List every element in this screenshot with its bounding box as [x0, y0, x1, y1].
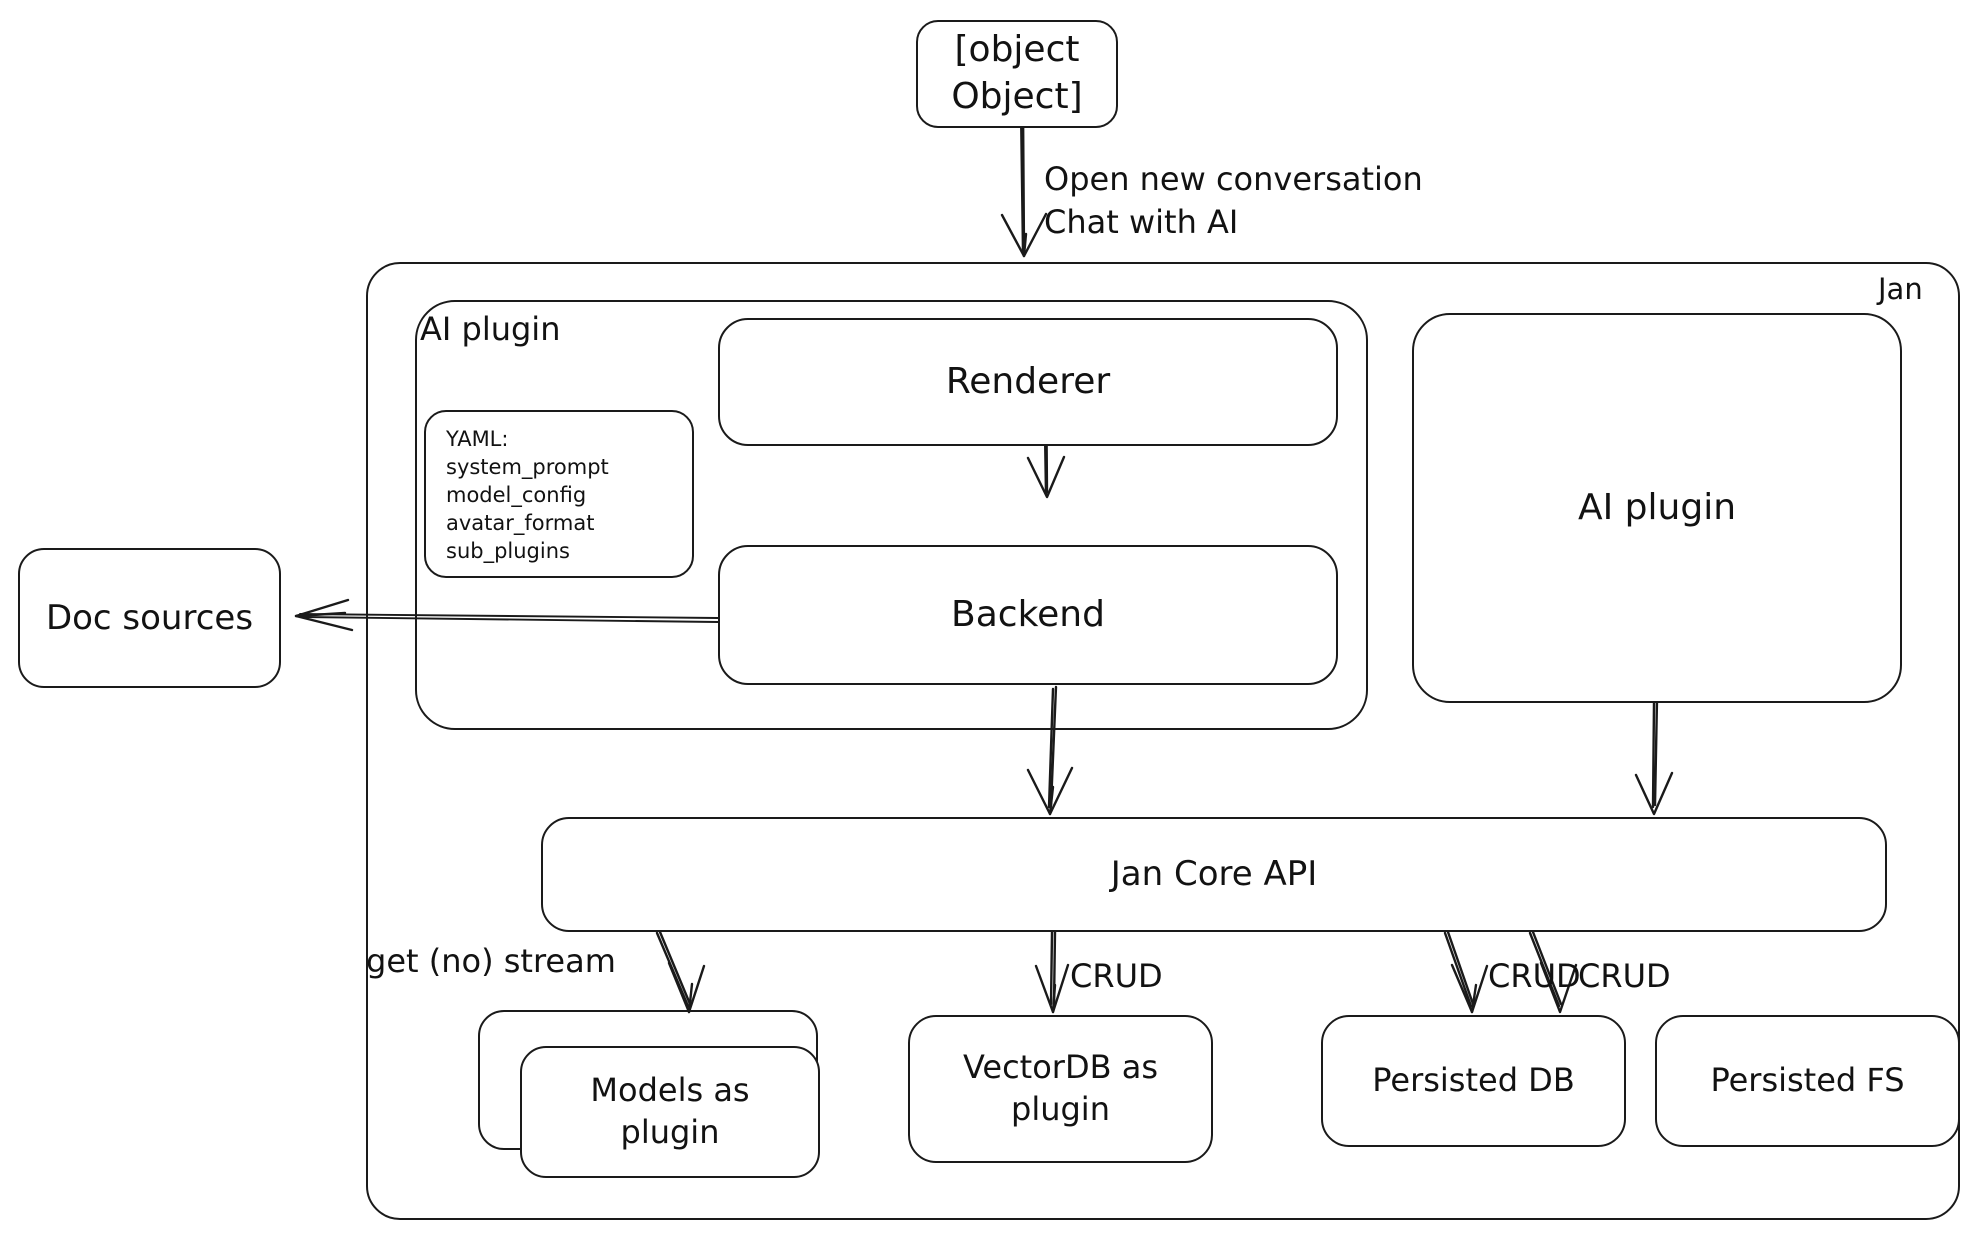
- node-persisted-fs[interactable]: Persisted FS: [1655, 1015, 1960, 1147]
- yaml-header: YAML:: [446, 427, 509, 451]
- edge-label-crud-persisted-fs: CRUD: [1578, 957, 1671, 995]
- container-ai-plugin-group: [415, 300, 1368, 730]
- node-ai-plugin-right[interactable]: AI plugin: [1412, 313, 1902, 703]
- node-jan-core-api[interactable]: Jan Core API: [541, 817, 1887, 932]
- edge-label-user-to-renderer: Open new conversation Chat with AI: [1044, 160, 1423, 242]
- container-jan-label: Jan: [1878, 272, 1923, 306]
- node-persisted-db[interactable]: Persisted DB: [1321, 1015, 1626, 1147]
- yaml-config-card: YAML: system_prompt model_config avatar_…: [424, 410, 694, 578]
- edge-label-crud-vectordb: CRUD: [1070, 957, 1163, 995]
- node-doc-sources[interactable]: Doc sources: [18, 548, 281, 688]
- edge-label-get-no-stream: get (no) stream: [366, 942, 616, 980]
- yaml-key: sub_plugins: [446, 538, 570, 563]
- node-vectordb-plugin-label: VectorDB as plugin: [962, 1048, 1158, 1128]
- container-ai-plugin-group-label: AI plugin: [420, 310, 561, 348]
- node-models-plugin[interactable]: Models as plugin: [520, 1046, 820, 1178]
- edge-label-crud-persisted-db: CRUD: [1488, 957, 1581, 995]
- node-backend[interactable]: Backend: [718, 545, 1338, 685]
- yaml-key: model_config: [446, 482, 587, 507]
- yaml-key: system_prompt: [446, 454, 609, 479]
- node-models-plugin-label: Models as plugin: [590, 1071, 750, 1151]
- node-vectordb-plugin[interactable]: VectorDB as plugin: [908, 1015, 1213, 1163]
- edge-user-to-renderer: [1000, 104, 1048, 258]
- node-renderer[interactable]: Renderer: [718, 318, 1338, 446]
- yaml-key: avatar_format: [446, 510, 595, 535]
- node-user[interactable]: [object Object]: [916, 20, 1118, 128]
- container-jan: [366, 262, 1960, 1220]
